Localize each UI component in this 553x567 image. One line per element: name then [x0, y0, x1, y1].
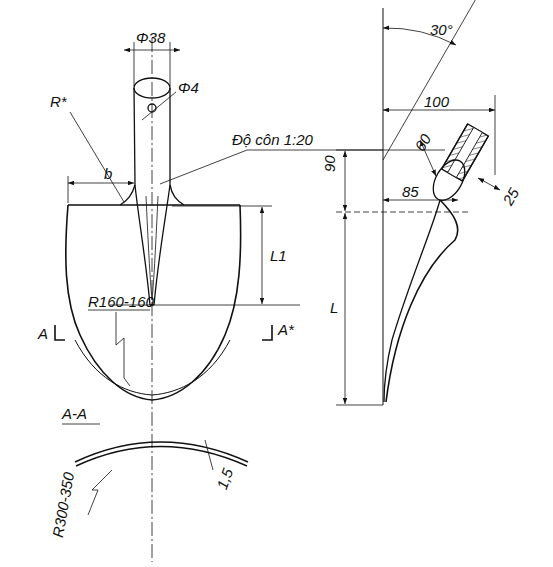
radius-label: R*: [50, 94, 67, 109]
dimension-label: L: [330, 300, 338, 315]
taper-note: Độ côn 1:20: [232, 132, 313, 147]
dimension-label: 1,5: [214, 466, 235, 491]
angle-label: 30°: [430, 22, 453, 37]
section-mark: A: [38, 326, 48, 341]
dimension-label: 85: [402, 184, 419, 199]
dimension-label: b: [104, 166, 112, 181]
dimension-label: 90: [322, 155, 337, 172]
dimension-label: L1: [270, 248, 287, 263]
section-mark: A*: [278, 322, 294, 337]
section-title: A-A: [62, 406, 87, 421]
radius-label: R300-350: [50, 471, 76, 538]
dimension-label: 25: [500, 186, 521, 208]
dimension-diameter: Φ38: [136, 30, 165, 45]
dimension-label: 100: [424, 94, 449, 109]
radius-label: R160-160: [88, 294, 154, 309]
dimension-diameter: Φ4: [178, 80, 199, 95]
